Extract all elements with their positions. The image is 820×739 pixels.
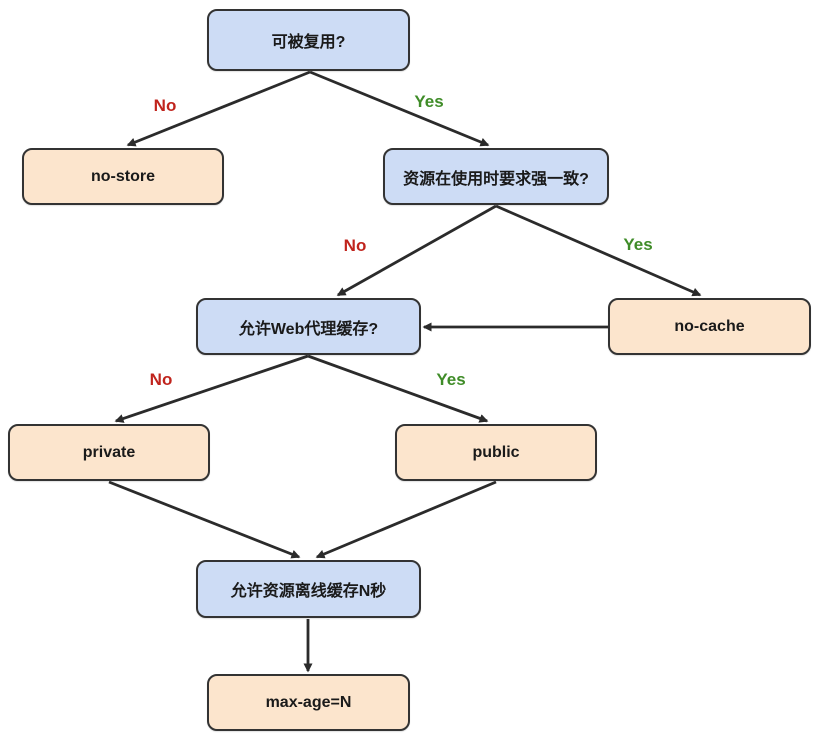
node-strong-consistency-label: 资源在使用时要求强一致?	[403, 170, 589, 188]
arrow-reusable-strong-consistency	[309, 70, 490, 147]
edge-label-reusable-yes: Yes	[414, 92, 444, 111]
node-reusable-label: 可被复用?	[271, 34, 346, 51]
arrow-web-proxy-private	[114, 354, 309, 423]
node-private: private	[8, 424, 210, 481]
node-web-proxy-label: 允许Web代理缓存?	[238, 320, 379, 338]
arrow-private-offline-cache	[108, 480, 301, 559]
node-no-cache-label: no-cache	[674, 317, 745, 335]
edge-label-strong-consistency-yes: Yes	[623, 235, 653, 254]
node-no-store: no-store	[22, 148, 224, 205]
arrow-strong-consistency-no-cache	[495, 204, 702, 297]
node-no-cache: no-cache	[608, 298, 811, 355]
node-private-label: private	[82, 443, 136, 461]
node-strong-consistency: 资源在使用时要求强一致?	[383, 148, 609, 205]
arrow-public-offline-cache	[315, 480, 497, 559]
edge-label-web-proxy-yes: Yes	[436, 370, 466, 389]
node-no-store-label: no-store	[91, 167, 155, 185]
node-offline-cache: 允许资源离线缓存N秒	[196, 560, 421, 618]
node-web-proxy: 允许Web代理缓存?	[196, 298, 421, 355]
node-offline-cache-label: 允许资源离线缓存N秒	[230, 583, 387, 600]
node-max-age-label: max-age=N	[265, 693, 352, 711]
node-public: public	[395, 424, 597, 481]
edge-label-web-proxy-no: No	[149, 370, 173, 389]
edge-label-reusable-no: No	[153, 96, 177, 115]
edge-label-strong-consistency-no: No	[343, 236, 367, 255]
node-max-age: max-age=N	[207, 674, 410, 731]
node-public-label: public	[472, 443, 520, 461]
node-reusable: 可被复用?	[207, 9, 410, 71]
